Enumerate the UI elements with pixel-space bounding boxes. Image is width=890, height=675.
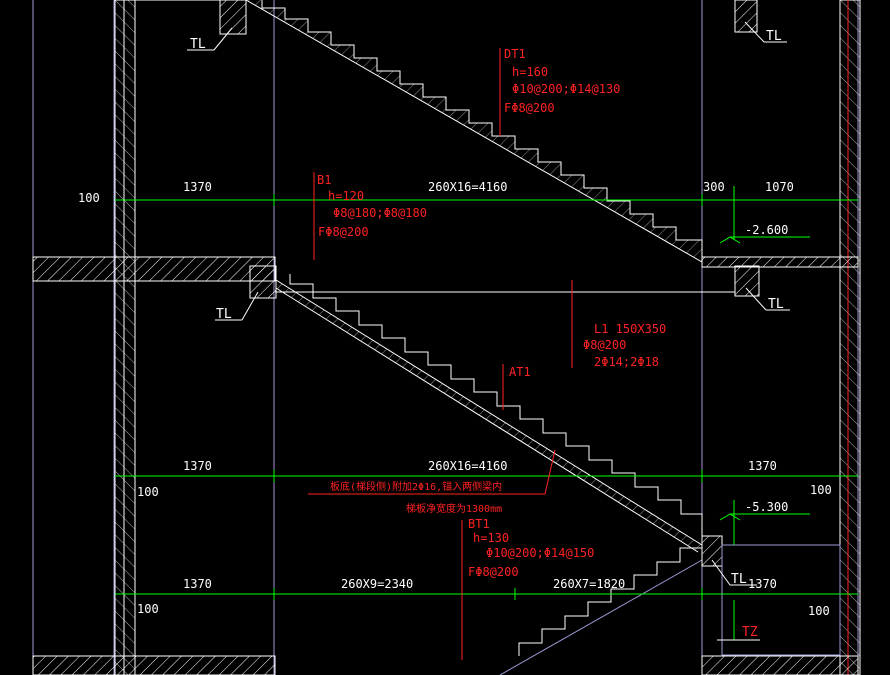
l1-bars: 2Φ14;2Φ18 [594,355,659,369]
tl-bottom-right-label: TL [731,572,747,587]
elevations: -2.600 -5.300 [745,223,788,514]
bt1-thickness: h=130 [473,531,509,545]
tl-leaders [187,21,790,641]
dt1-thickness: h=160 [512,65,548,79]
at1-label: AT1 [509,365,531,379]
dim-r1-1070: 1070 [765,180,794,194]
b1-bars: Φ8@180;Φ8@180 [333,206,427,220]
dim-r2-1370-right: 1370 [748,459,777,473]
dimension-texts: 100 1370 260X16=4160 300 1070 1370 260X1… [78,180,832,618]
dim-r2-1370-left: 1370 [183,459,212,473]
tl-mid-right-label: TL [768,297,784,312]
dt1-label: DT1 [504,47,526,61]
dim-r1-run: 260X16=4160 [428,180,507,194]
dim-r2-100-right: 100 [810,483,832,497]
dim-r2-run: 260X16=4160 [428,459,507,473]
lower-landing [701,535,841,656]
tl-labels: TL TL TL TL TL [190,29,784,587]
dim-r3-1370-right: 1370 [748,577,777,591]
bt1-bars: Φ10@200;Φ14@150 [486,546,594,560]
dt1-distribution: FΦ8@200 [504,101,555,115]
dim-r1-1370: 1370 [183,180,212,194]
note-extra-bars: 板底(梯段侧)附加2Φ16,锚入两侧梁内 [330,480,502,493]
upper-stair-flight [245,0,703,263]
dim-r1-300: 300 [703,180,725,194]
b1-label: B1 [317,173,331,187]
dim-r3-100-left: 100 [137,602,159,616]
tl-mid-left-label: TL [216,307,232,322]
dim-r1-left-100: 100 [78,191,100,205]
b1-distribution: FΦ8@200 [318,225,369,239]
annotation-leaders [308,48,573,660]
dim-r3-100-right: 100 [808,604,830,618]
red-annotations: DT1 h=160 Φ10@200;Φ14@130 FΦ8@200 B1 h=1… [317,47,666,579]
dimension-lines [115,186,858,640]
middle-stair-flight [275,274,703,553]
bt1-label: BT1 [468,517,490,531]
grid-lines [32,0,859,675]
elevation-minus-2600: -2.600 [745,223,788,237]
note-net-width: 梯板净宽度为1300mm [406,502,502,515]
tl-top-right-label: TL [766,29,782,44]
elevation-minus-5300: -5.300 [745,500,788,514]
dim-r3-run-a: 260X9=2340 [341,577,413,591]
dim-r3-1370-left: 1370 [183,577,212,591]
bottom-slab [32,655,859,675]
mid-beams [249,265,760,299]
bt1-distribution: FΦ8@200 [468,565,519,579]
dim-r2-100-left: 100 [137,485,159,499]
tl-top-left-label: TL [190,37,206,52]
top-beams [135,0,758,35]
l1-label: L1 150X350 [594,322,666,336]
dim-r3-run-b: 260X7=1820 [553,577,625,591]
right-wall [839,0,861,675]
lower-stair-flight [499,547,703,675]
b1-thickness: h=120 [328,189,364,203]
left-wall [114,0,136,675]
dt1-bars: Φ10@200;Φ14@130 [512,82,620,96]
tz-label: TZ [742,625,758,640]
l1-stirrup: Φ8@200 [583,338,626,352]
